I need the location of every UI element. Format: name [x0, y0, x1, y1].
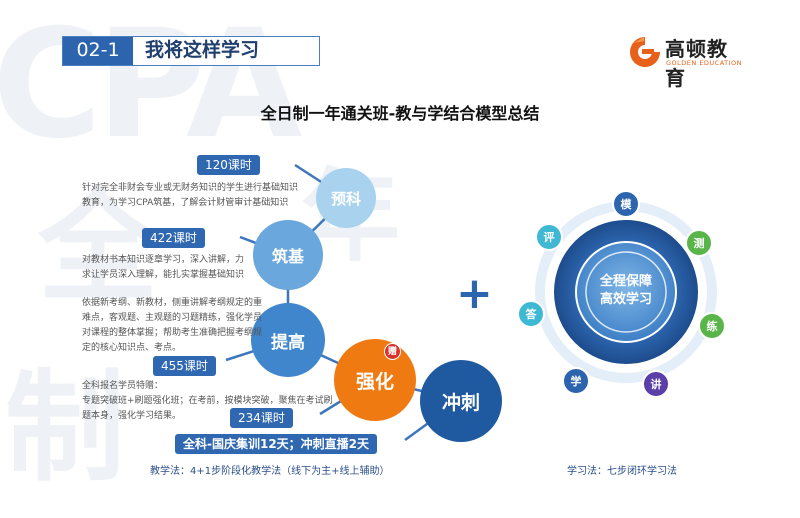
stage-yuke-circle: 预科	[316, 168, 376, 228]
logo-name-cn: 高顿教育	[665, 37, 728, 90]
section-title: 我将这样学习	[145, 39, 260, 61]
learning-step-jiang: 讲	[642, 370, 670, 398]
stage-yuke-desc: 针对完全非财会专业或无财务知识的学生进行基础知识 教育，为学习CPA筑基，了解会…	[82, 181, 298, 211]
section-number: 02-1	[63, 37, 133, 65]
gift-badge: 赠	[384, 343, 401, 360]
stage-tigao-circle: 提高	[251, 303, 325, 377]
stage-chongci-extra: 全科-国庆集训12天；冲刺直播2天	[175, 434, 378, 454]
stage-zhuji-label: 筑基	[271, 247, 304, 266]
page-title: 全日制一年通关班-教与学结合模型总结	[260, 104, 540, 123]
center-line-1: 全程保障	[599, 274, 652, 289]
learning-step-ping: 评	[535, 223, 563, 251]
desc-line: 全科报名学员特赠：	[82, 381, 164, 391]
stage-qianghua-circle: 强化	[334, 339, 416, 421]
desc-line: 难点，客观题、主观题的习题精练，强化学员	[82, 313, 263, 323]
learning-step-xue: 学	[562, 367, 590, 395]
stage-qianghua-desc: 全科报名学员特赠： 专题突破班+刷题强化班；在考前，按模块突破，聚焦在考试刷 题…	[82, 379, 333, 424]
desc-line: 专题突破班+刷题强化班；在考前，按模块突破，聚焦在考试刷	[82, 396, 333, 406]
stage-chongci-circle: 冲刺	[420, 360, 502, 442]
learning-center-label: 全程保障 高效学习	[581, 273, 671, 309]
desc-line: 定的核心知识点、考点。	[82, 343, 182, 353]
desc-line: 依据新考纲、新教材，侧重讲解考纲规定的重	[82, 298, 263, 308]
stage-qianghua-label: 强化	[355, 370, 394, 393]
stage-qianghua-hours: 234课时	[230, 408, 293, 428]
center-line-2: 高效学习	[599, 292, 652, 307]
teaching-method-caption: 教学法：4+1步阶段化教学法（线下为主+线上辅助）	[150, 466, 390, 477]
stage-chongci-label: 冲刺	[441, 391, 480, 414]
watermark-char-2: 制	[5, 359, 125, 498]
watermark-cpa: CPA	[0, 0, 302, 172]
section-header: 02-1 我将这样学习	[62, 36, 320, 66]
plus-sign: +	[456, 268, 493, 319]
learning-step-ce: 测	[685, 229, 713, 257]
desc-line: 教育，为学习CPA筑基，了解会计财管审计基础知识	[82, 198, 289, 208]
stage-zhuji-desc: 对教材书本知识逐章学习，深入讲解，力 求让学员深入理解，能扎实掌握基础知识	[82, 253, 244, 283]
brand-logo: 高顿教育 GOLDEN EDUCATION	[628, 31, 748, 90]
desc-line: 求让学员深入理解，能扎实掌握基础知识	[82, 270, 245, 280]
logo-mark-icon	[630, 37, 660, 67]
stage-yuke-label: 预科	[330, 189, 361, 208]
desc-line: 题本身，强化学习结果。	[82, 411, 182, 421]
learning-method-caption: 学习法：七步闭环学习法	[567, 466, 677, 477]
learning-step-lian: 练	[698, 312, 726, 340]
stage-tigao-desc: 依据新考纲、新教材，侧重讲解考纲规定的重 难点，客观题、主观题的习题精练，强化学…	[82, 296, 262, 356]
stage-zhuji-hours: 422课时	[142, 228, 205, 248]
learning-step-mo: 模	[612, 190, 640, 218]
watermark-char-1: 全	[38, 179, 158, 318]
stage-tigao-label: 提高	[271, 332, 305, 353]
desc-line: 对教材书本知识逐章学习，深入讲解，力	[82, 255, 245, 265]
desc-line: 对课程的整体掌握；帮助考生准确把握考纲规	[82, 328, 263, 338]
stage-tigao-hours: 455课时	[153, 356, 216, 376]
stage-zhuji-circle: 筑基	[253, 220, 323, 290]
desc-line: 针对完全非财会专业或无财务知识的学生进行基础知识	[82, 183, 299, 193]
stage-yuke-hours: 120课时	[197, 155, 260, 175]
learning-step-da: 答	[517, 300, 545, 328]
logo-name-en: GOLDEN EDUCATION	[666, 59, 743, 67]
